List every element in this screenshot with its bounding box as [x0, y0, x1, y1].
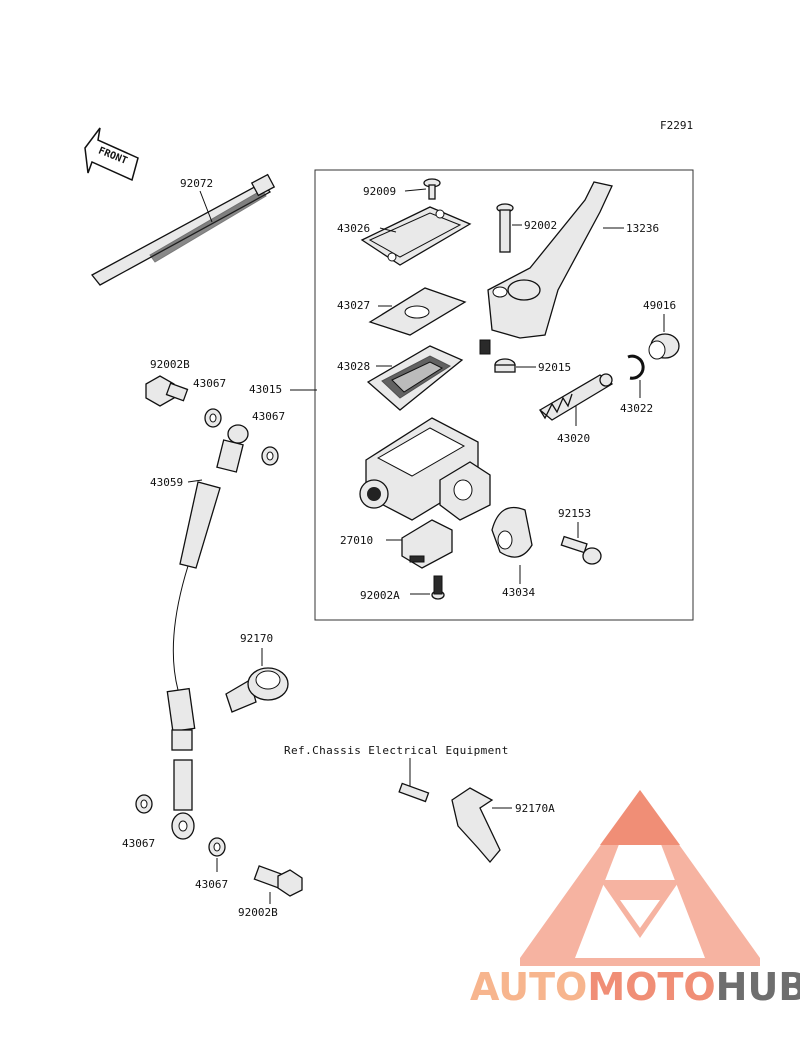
watermark-logo — [520, 790, 760, 966]
label-43067-c: 43067 — [122, 837, 155, 850]
cable-tie-part — [91, 173, 276, 286]
label-92002: 92002 — [524, 219, 557, 232]
label-43034: 43034 — [502, 586, 535, 599]
circlip — [627, 354, 645, 380]
clamp-bolt — [560, 535, 602, 565]
brake-lever — [479, 181, 613, 355]
assembly-frame — [314, 169, 694, 621]
pivot-bolt — [496, 203, 514, 253]
label-43059: 43059 — [150, 476, 183, 489]
label-43028: 43028 — [337, 360, 370, 373]
watermark-moto: MOTO — [587, 965, 715, 1009]
brake-hose — [166, 424, 249, 840]
label-43022: 43022 — [620, 402, 653, 415]
diaphragm — [366, 345, 464, 411]
label-43067-a: 43067 — [193, 377, 226, 390]
label-43026: 43026 — [337, 222, 370, 235]
screw-92009 — [423, 178, 441, 200]
figure-id: F2291 — [660, 119, 693, 132]
label-43015: 43015 — [249, 383, 282, 396]
master-cylinder-body — [359, 417, 491, 521]
label-92170: 92170 — [240, 632, 273, 645]
hose-clamp — [225, 667, 289, 713]
banjo-bolt-bottom — [253, 865, 303, 897]
switch-screw — [431, 575, 445, 600]
label-92002B-top: 92002B — [150, 358, 190, 371]
nut-92015 — [494, 358, 516, 373]
handlebar-clamp — [491, 506, 533, 558]
diaphragm-plate — [368, 287, 467, 336]
washer-a-hole — [209, 413, 217, 423]
label-92072: 92072 — [180, 177, 213, 190]
label-92009: 92009 — [363, 185, 396, 198]
brake-switch — [401, 519, 453, 569]
label-92170A: 92170A — [515, 802, 555, 815]
label-92002A: 92002A — [360, 589, 400, 602]
watermark-auto: AUTO — [470, 965, 587, 1009]
label-27010: 27010 — [340, 534, 373, 547]
label-92015: 92015 — [538, 361, 571, 374]
reservoir-cap — [360, 206, 472, 266]
watermark-text: AUTOMOTOHUB — [470, 965, 800, 1009]
label-43020: 43020 — [557, 432, 590, 445]
label-13236: 13236 — [626, 222, 659, 235]
dust-boot — [648, 333, 680, 360]
washer-d-hole — [213, 842, 221, 852]
front-arrow-icon: FRONT — [84, 127, 139, 182]
label-92002B-bottom: 92002B — [238, 906, 278, 919]
washer-c-hole — [140, 799, 148, 809]
banjo-bolt-top — [145, 375, 189, 407]
label-92153: 92153 — [558, 507, 591, 520]
washer-b-hole — [266, 451, 274, 461]
piston-assembly — [538, 373, 614, 421]
label-43067-d: 43067 — [195, 878, 228, 891]
label-49016: 49016 — [643, 299, 676, 312]
watermark-hub: HUB — [716, 965, 800, 1009]
label-43027: 43027 — [337, 299, 370, 312]
hose-bracket — [398, 782, 501, 864]
label-43067-b: 43067 — [252, 410, 285, 423]
reference-note: Ref.Chassis Electrical Equipment — [284, 744, 509, 757]
